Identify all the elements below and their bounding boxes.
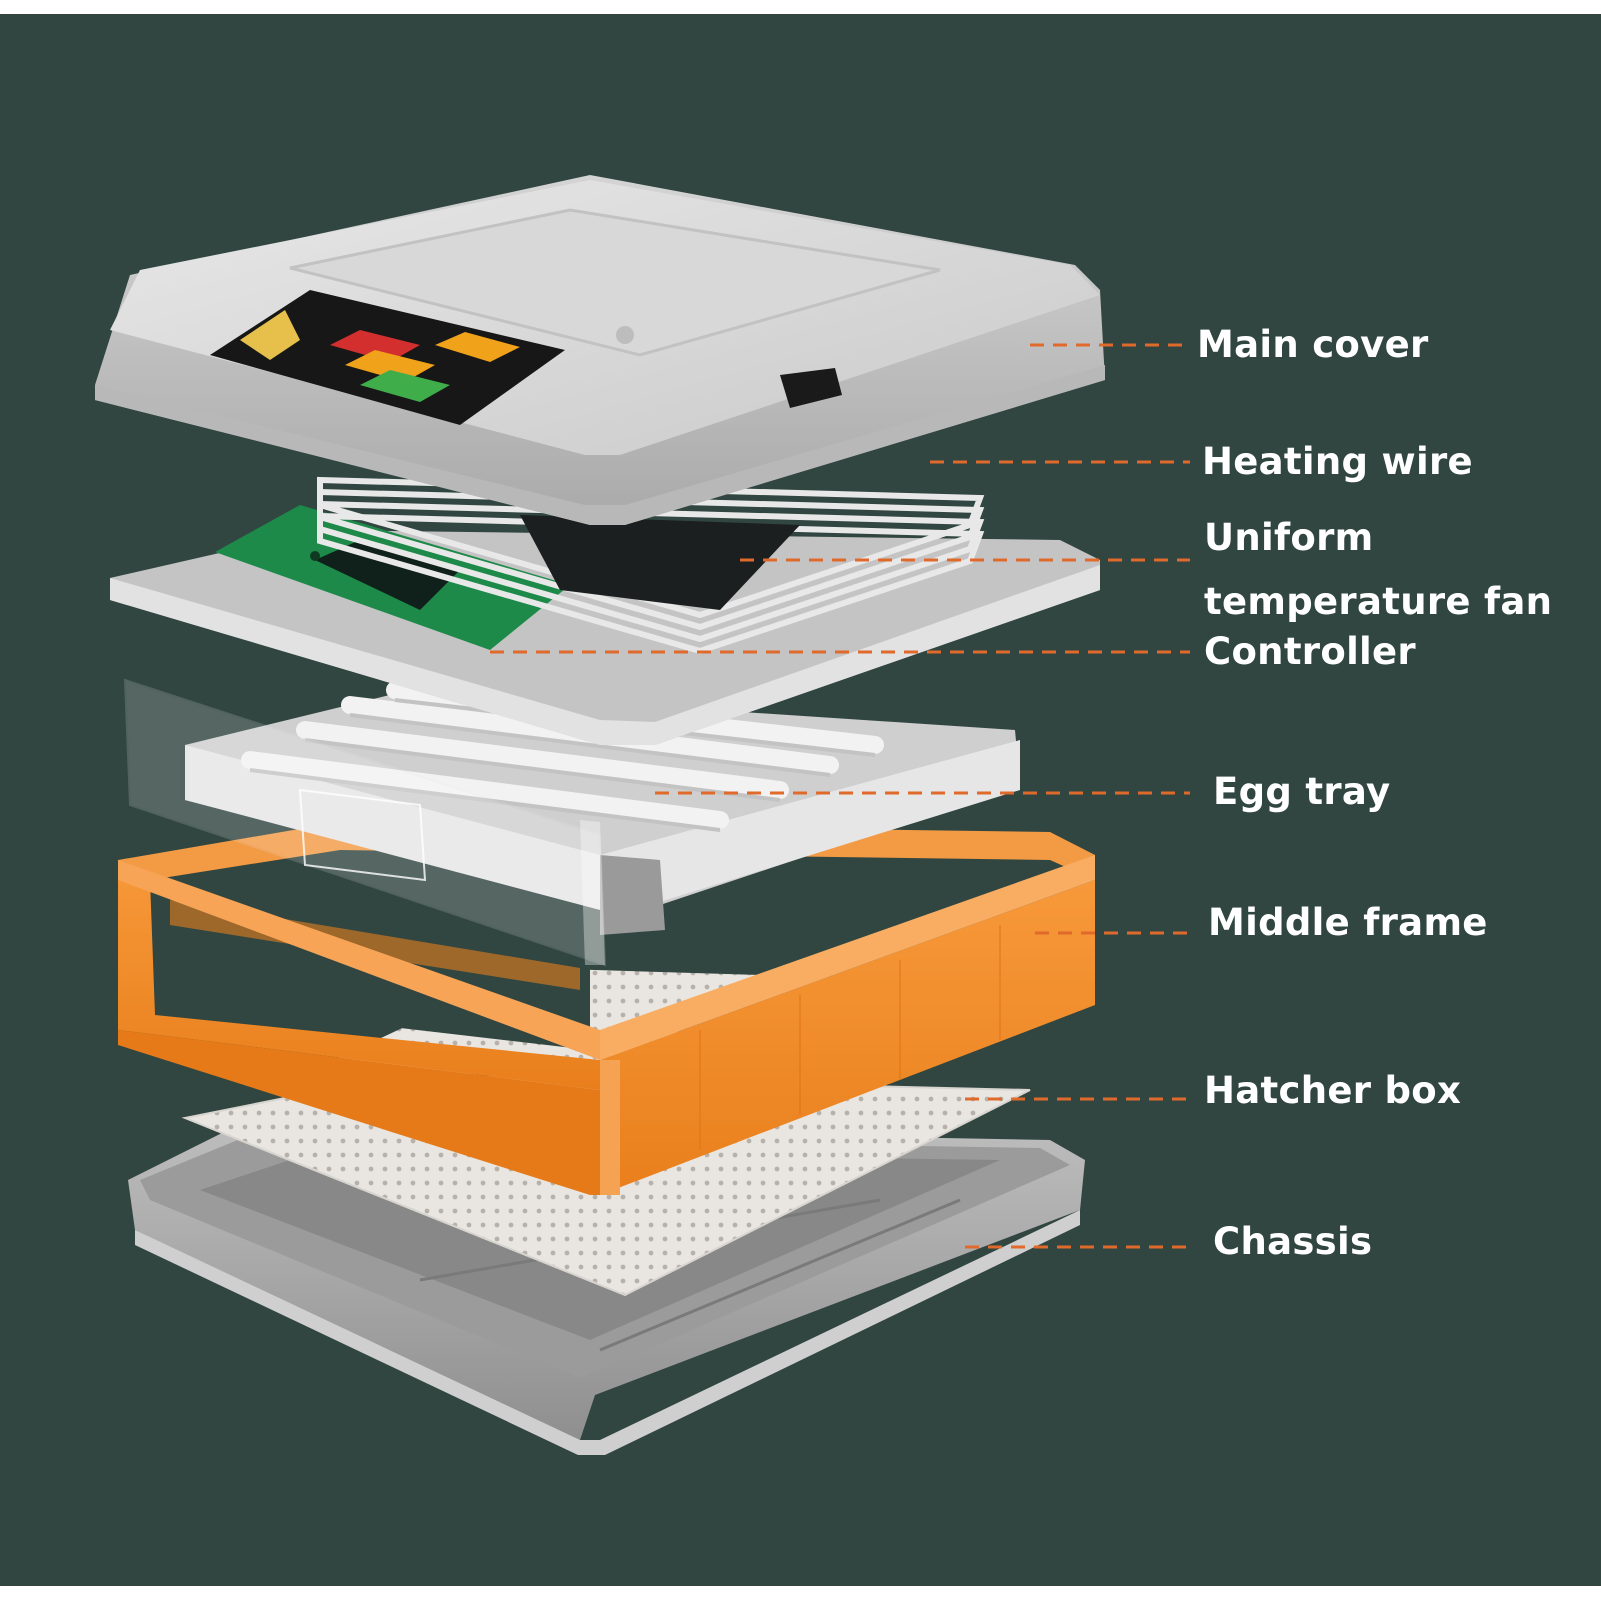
label-heating-wire: Heating wire [1202, 440, 1473, 483]
diagram-stage: Main cover Heating wire Uniform temperat… [0, 14, 1601, 1586]
display-readouts [240, 310, 520, 402]
heating-wire-part [317, 476, 985, 655]
label-fan-line1: Uniform [1204, 516, 1374, 559]
incubator-exploded-view [95, 175, 1190, 1455]
fan-icon [520, 515, 800, 610]
controller-part [110, 505, 1100, 745]
middle-frame-part [118, 822, 1095, 1195]
label-egg-tray: Egg tray [1213, 770, 1391, 813]
label-fan-line2: temperature fan [1204, 580, 1553, 623]
label-middle-frame: Middle frame [1208, 901, 1488, 944]
label-controller: Controller [1204, 630, 1416, 673]
main-cover-part [95, 175, 1105, 525]
label-hatcher-box: Hatcher box [1204, 1069, 1462, 1112]
label-chassis: Chassis [1213, 1220, 1373, 1263]
egg-tray-part [123, 678, 1020, 967]
power-socket-icon [780, 368, 842, 408]
label-main-cover: Main cover [1197, 323, 1429, 366]
leader-lines [490, 343, 1190, 1249]
